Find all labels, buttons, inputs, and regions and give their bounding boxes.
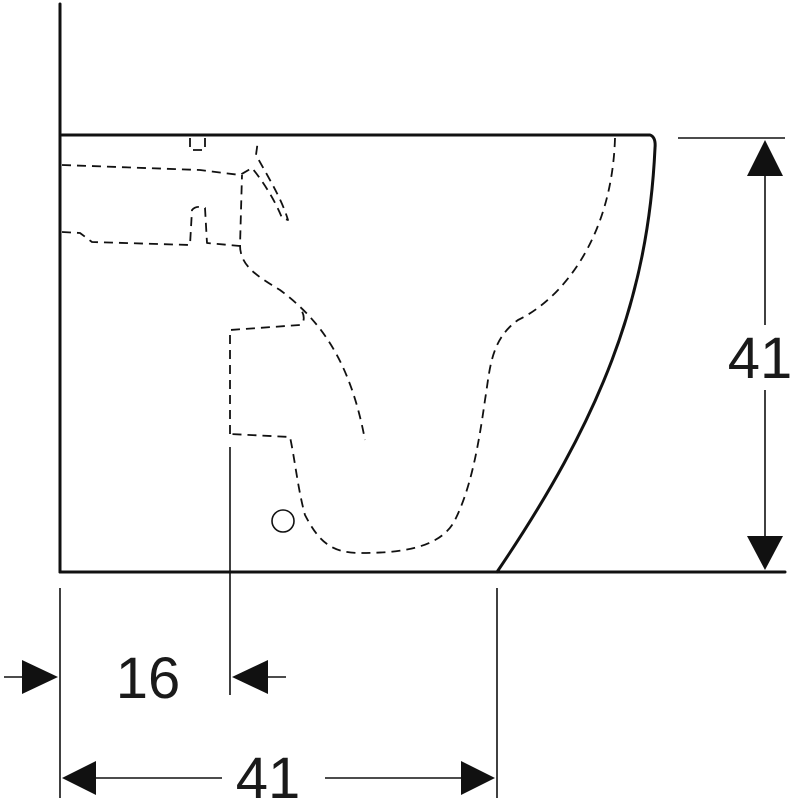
hidden-contours [61, 137, 616, 554]
height-dimension-label: 41 [728, 326, 790, 391]
fixing-hole [271, 509, 295, 533]
height-dimension: 41 [678, 137, 790, 570]
offset-arrow-right [232, 660, 268, 694]
bowl-outline [60, 133, 657, 574]
depth-dimension-label: 41 [236, 746, 301, 800]
flush-channel-contour [61, 139, 289, 221]
depth-arrow-left [62, 761, 96, 795]
depth-arrow-right [461, 761, 495, 795]
inner-trap-wall [239, 244, 366, 441]
offset-dimension-label: 16 [116, 646, 181, 711]
rim-notch [189, 138, 206, 151]
height-arrow-top [747, 140, 783, 176]
outlet-channel-contour [229, 307, 305, 434]
depth-dimension: 41 [62, 588, 498, 800]
offset-dimension: 16 [4, 447, 286, 798]
offset-arrow-left [22, 660, 58, 694]
trap-contour [229, 137, 616, 554]
height-arrow-bottom [747, 536, 783, 570]
mounting-contour [61, 174, 243, 247]
